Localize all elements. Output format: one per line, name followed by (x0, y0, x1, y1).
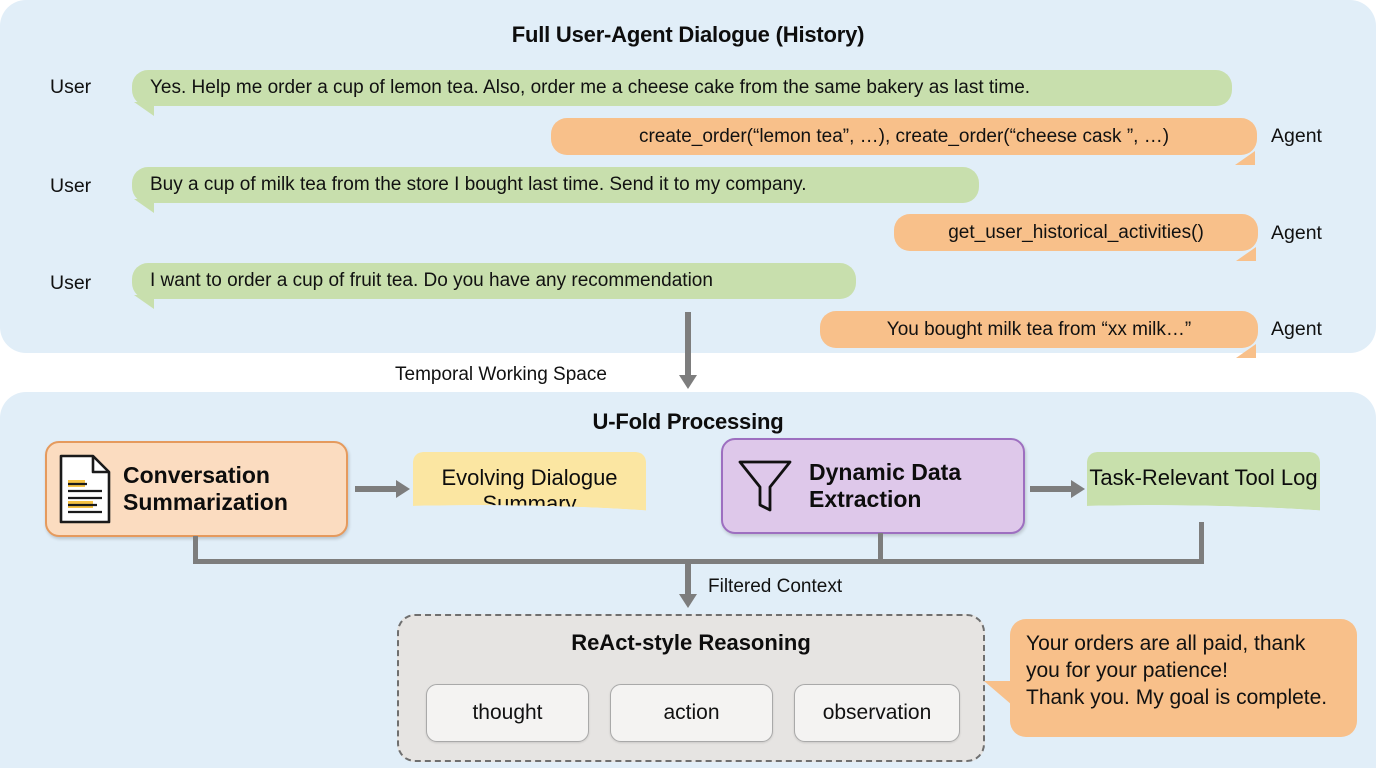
final-agent-message-bubble: Your orders are all paid, thank you for … (984, 619, 1357, 737)
connector-toollog-down (1199, 522, 1204, 563)
filtered-context-arrow (685, 559, 691, 595)
evolving-dialogue-summary-box: Evolving Dialogue Summary (413, 452, 646, 531)
role-label-agent-3: Agent (1271, 318, 1322, 340)
chat-bubble-user-2: Buy a cup of milk tea from the store I b… (132, 167, 979, 213)
connector-conv-down (193, 536, 198, 563)
chat-bubble-user-3: I want to order a cup of fruit tea. Do y… (132, 263, 856, 309)
react-step-action[interactable]: action (610, 684, 773, 742)
chat-bubble-user-1: Yes. Help me order a cup of lemon tea. A… (132, 70, 1232, 116)
document-icon (57, 453, 113, 525)
final-message-line-3: Thank you. My goal is complete. (1026, 685, 1328, 709)
react-step-thought[interactable]: thought (426, 684, 589, 742)
arrow-extraction-to-toollog (1030, 486, 1072, 492)
connector-extraction-down (878, 533, 883, 563)
chat-bubble-agent-1: create_order(“lemon tea”, …), create_ord… (551, 118, 1257, 165)
role-label-user-1: User (50, 76, 92, 98)
arrow-conv-to-summary (355, 486, 397, 492)
role-label-agent-2: Agent (1271, 222, 1322, 244)
dynamic-data-extraction-box[interactable]: Dynamic Data Extraction (721, 438, 1025, 534)
task-relevant-tool-log-label: Task-Relevant Tool Log (1089, 465, 1318, 490)
conversation-summarization-box[interactable]: Conversation Summarization (45, 441, 348, 537)
react-style-reasoning-box: ReAct-style Reasoning thought action obs… (397, 614, 985, 762)
react-title: ReAct-style Reasoning (571, 630, 811, 655)
funnel-filter-icon (735, 455, 795, 517)
chat-bubble-agent-2: get_user_historical_activities() (894, 214, 1258, 261)
temporal-working-space-arrow (685, 312, 691, 376)
temporal-working-space-label: Temporal Working Space (395, 364, 607, 385)
connector-bus (193, 559, 1204, 564)
role-label-agent-1: Agent (1271, 125, 1322, 147)
dynamic-data-extraction-label: Dynamic Data Extraction (809, 458, 962, 512)
role-label-user-2: User (50, 175, 92, 197)
role-label-user-3: User (50, 272, 92, 294)
conversation-summarization-label: Conversation Summarization (123, 461, 288, 515)
evolving-dialogue-summary-label: Evolving Dialogue Summary (441, 465, 618, 517)
react-step-observation[interactable]: observation (794, 684, 960, 742)
task-relevant-tool-log-box: Task-Relevant Tool Log (1087, 452, 1320, 531)
page-title: Full User-Agent Dialogue (History) (511, 22, 865, 47)
final-message-line-1: Your orders are all paid, thank (1026, 632, 1306, 655)
filtered-context-label: Filtered Context (708, 576, 843, 597)
final-message-line-2: you for your patience! (1026, 658, 1228, 682)
chat-bubble-agent-3: You bought milk tea from “xx milk…” (820, 311, 1258, 358)
ufold-title: U-Fold Processing (592, 409, 784, 434)
